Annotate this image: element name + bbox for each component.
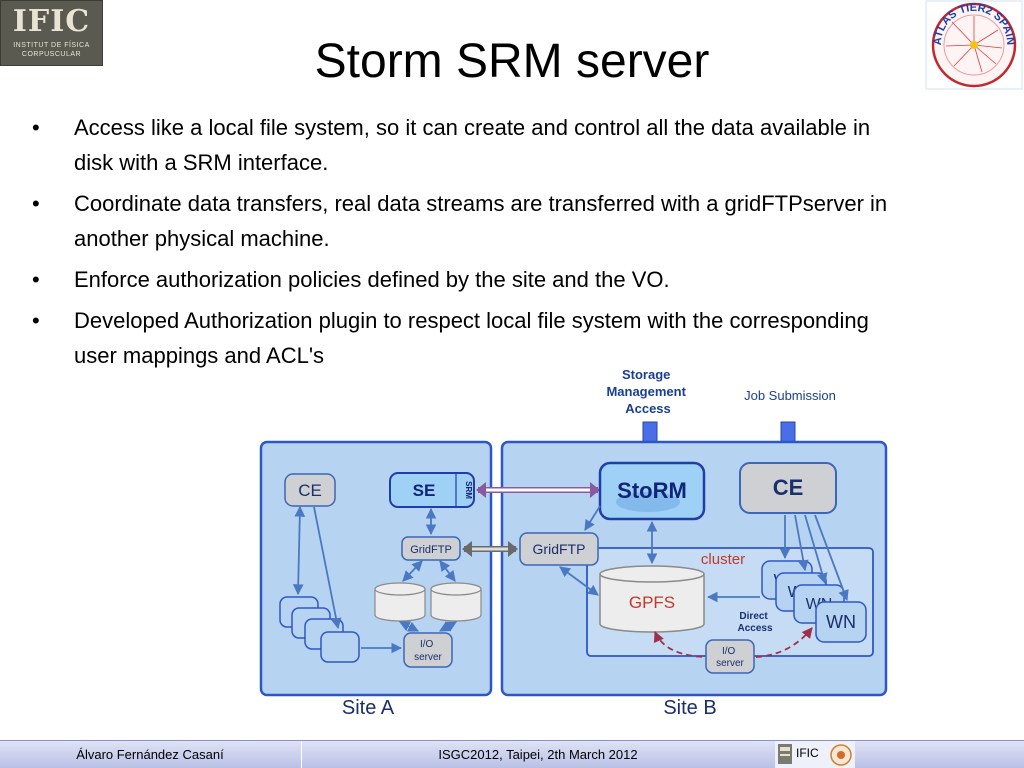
atlas-tier2-logo: ATLAS TIER2 SPAIN	[925, 0, 1023, 90]
site-b-io-server-node	[705, 639, 755, 674]
site-a-gridftp-node	[401, 536, 461, 561]
site-a-label: Site A	[342, 697, 395, 719]
storage-management-label: Storage Management Access	[606, 367, 689, 416]
ific-logo: IFIC INSTITUT DE FÍSICA CORPUSCULAR	[0, 0, 103, 66]
gpfs-storage	[599, 565, 705, 633]
bullet-item: Coordinate data transfers, real data str…	[30, 186, 890, 256]
job-submission-label: Job Submission	[744, 388, 836, 403]
site-a-worker-node	[320, 631, 360, 663]
site-b-label: Site B	[663, 697, 716, 719]
site-b-gridftp-label: GridFTP	[533, 541, 586, 557]
gpfs-label: GPFS	[629, 593, 675, 612]
csic-logo-icon	[830, 744, 852, 766]
site-a-disk	[374, 582, 426, 622]
bullet-item: Access like a local file system, so it c…	[30, 110, 890, 180]
bullet-item: Developed Authorization plugin to respec…	[30, 303, 890, 373]
gridftp-link	[462, 541, 518, 557]
bullet-list: Access like a local file system, so it c…	[30, 110, 890, 379]
cluster-label: cluster	[701, 551, 745, 568]
footer-author: Álvaro Fernández Casaní	[76, 747, 224, 762]
site-a-ce-node	[284, 473, 336, 507]
footer-org-label: IFIC	[796, 746, 819, 760]
site-a-ce-label: CE	[298, 481, 322, 500]
se-storm-link	[476, 482, 600, 498]
direct-access-label: Direct Access	[737, 611, 772, 634]
architecture-diagram: Storage Management Access Job Submission…	[259, 367, 888, 719]
footer-bar: Álvaro Fernández Casaní ISGC2012, Taipei…	[0, 740, 1024, 768]
ific-logo-name: IFIC	[12, 4, 91, 39]
site-b-gridftp-node	[519, 532, 599, 566]
storm-label: StoRM	[617, 478, 687, 503]
site-b-ce-label: CE	[773, 475, 804, 500]
footer-event: ISGC2012, Taipei, 2th March 2012	[438, 747, 638, 762]
footer-org-box: IFIC	[775, 741, 855, 768]
ific-mini-logo-icon	[778, 744, 792, 764]
site-b-io-server-label: I/O server	[716, 646, 744, 669]
site-b-ce-node	[739, 462, 837, 514]
wn-label: WN	[826, 612, 856, 632]
site-a-io-server-node	[403, 632, 453, 668]
site-a-io-server-label: I/O server	[414, 639, 442, 663]
site-a-disk	[430, 582, 482, 622]
ific-logo-subtitle: INSTITUT DE FÍSICA CORPUSCULAR	[13, 42, 90, 58]
site-a-se-label: SE	[413, 481, 436, 500]
slide-title: Storm SRM server	[314, 35, 710, 88]
site-a-srm-label: SRM	[464, 481, 473, 499]
bullet-item: Enforce authorization policies defined b…	[30, 262, 890, 297]
site-a-se-node	[389, 472, 475, 508]
wn-node	[815, 601, 867, 643]
site-a-gridftp-label: GridFTP	[410, 544, 452, 556]
